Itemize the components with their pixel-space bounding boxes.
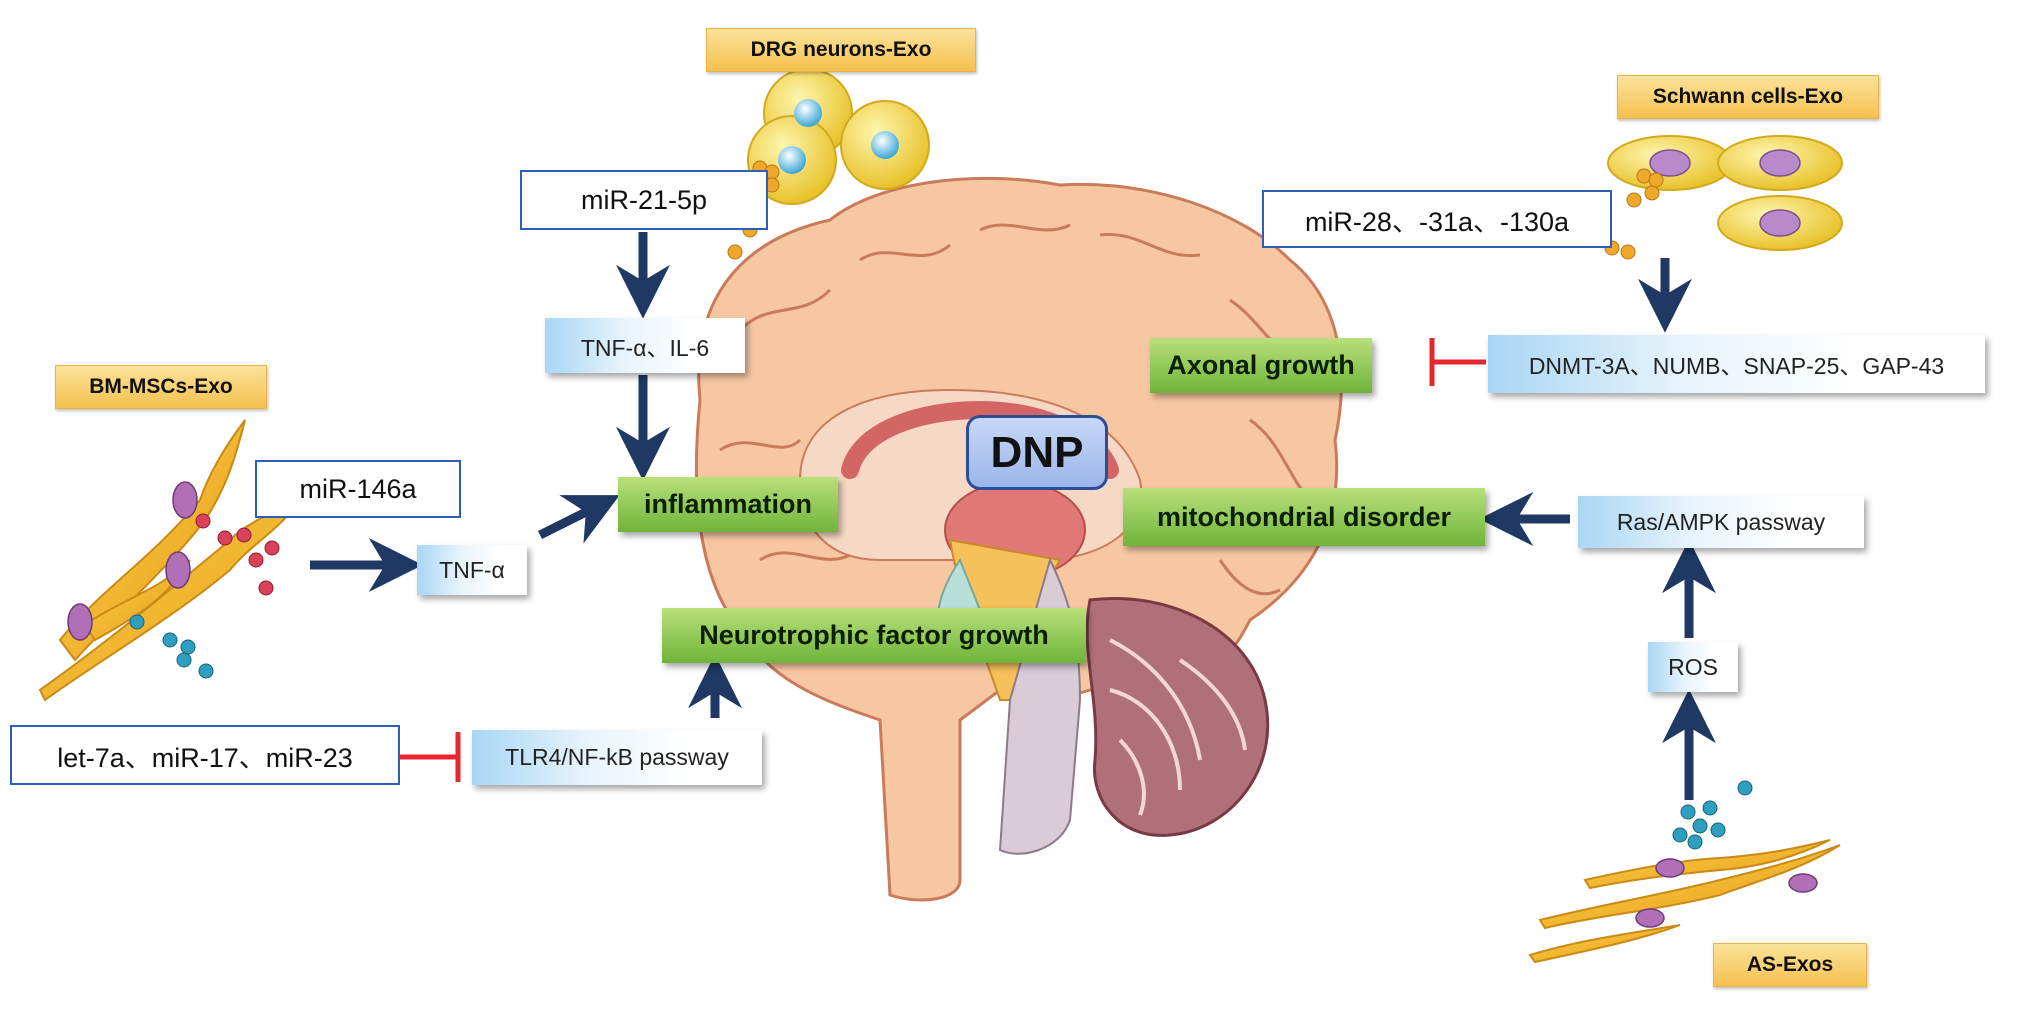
- arrow-tnf-to-inflammation: [537, 495, 620, 544]
- activation-arrows: [310, 232, 1716, 800]
- schwann-exosome-dots: [1604, 168, 1664, 260]
- source-drg-neurons-exo: DRG neurons-Exo: [706, 28, 976, 72]
- source-as-exos: AS-Exos: [1713, 943, 1867, 987]
- bmmsc-blue-exosome-dots: [129, 614, 214, 679]
- mirna-let-7a-mir-17-mir-23: let-7a、miR-17、miR-23: [10, 725, 400, 785]
- bmmsc-red-exosome-dots: [195, 513, 280, 596]
- effect-axonal-growth: Axonal growth: [1150, 338, 1372, 393]
- target-tlr4-nf-kb-passway: TLR4/NF-kB passway: [472, 730, 762, 785]
- target-ros: ROS: [1648, 642, 1738, 692]
- effect-inflammation: inflammation: [618, 477, 838, 532]
- target-tnf-alpha-il-6: TNF-α、IL-6: [545, 318, 745, 373]
- as-exosome-dots: [1672, 780, 1753, 850]
- target-dnmt3a-numb-snap25-gap43: DNMT-3A、NUMB、SNAP-25、GAP-43: [1488, 335, 1985, 393]
- schwann-cells: [1607, 135, 1843, 251]
- mirna-mir-28-31a-130a: miR-28、-31a、-130a: [1262, 190, 1612, 248]
- source-schwann-cells-exo: Schwann cells-Exo: [1617, 75, 1879, 119]
- source-bm-mscs-exo: BM-MSCs-Exo: [55, 365, 267, 409]
- drg-neuron-cells: [747, 68, 930, 205]
- mirna-mir-146a: miR-146a: [255, 460, 461, 518]
- center-dnp: DNP: [966, 415, 1108, 490]
- inhibition-connectors: [400, 338, 1486, 782]
- effect-mitochondrial-disorder: mitochondrial disorder: [1123, 488, 1485, 546]
- cerebellum: [1085, 597, 1270, 837]
- effect-neurotrophic-factor-growth: Neurotrophic factor growth: [662, 608, 1086, 663]
- as-cells: [1528, 839, 1841, 964]
- target-tnf-alpha: TNF-α: [417, 545, 527, 595]
- mirna-mir-21-5p: miR-21-5p: [520, 170, 768, 230]
- target-ras-ampk-passway: Ras/AMPK passway: [1578, 496, 1864, 548]
